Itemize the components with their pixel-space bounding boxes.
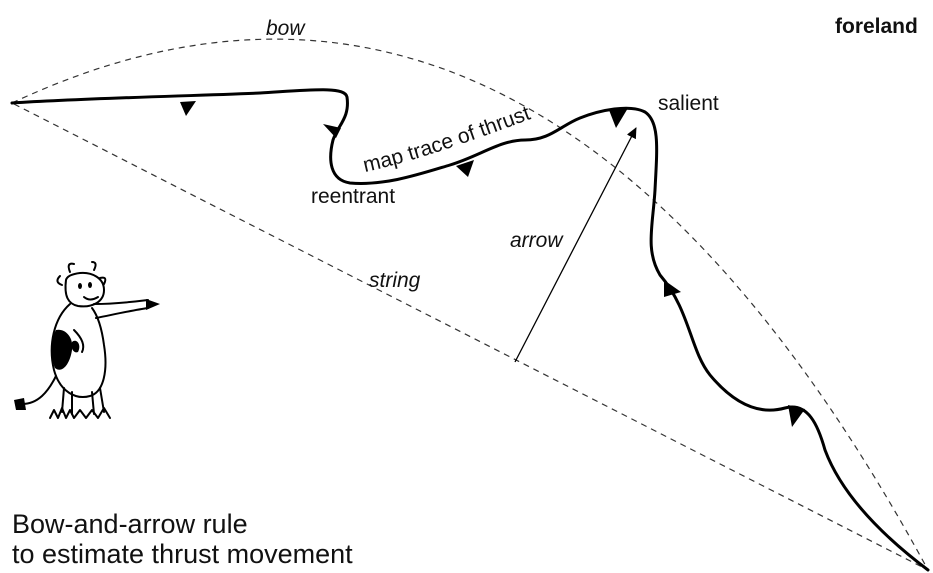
bow-label: bow <box>266 17 306 40</box>
cow-eye <box>78 283 82 289</box>
string-line <box>13 103 929 571</box>
cow-illustration <box>14 261 160 419</box>
caption-line-2: to estimate thrust movement <box>12 539 353 569</box>
caption-line-1: Bow-and-arrow rule <box>12 509 248 539</box>
thrust-tooth <box>664 280 681 297</box>
thrust-tooth <box>788 405 805 427</box>
arrow-label: arrow <box>510 229 564 252</box>
thrust-tooth <box>180 101 196 116</box>
reentrant-label: reentrant <box>311 185 395 208</box>
thrust-trace <box>10 88 930 572</box>
bow-arc <box>11 38 929 571</box>
arrow-line <box>514 127 637 363</box>
salient-label: salient <box>658 92 719 115</box>
string-label: string <box>369 269 421 292</box>
thrust-tooth <box>323 124 341 138</box>
foreland-label: foreland <box>835 15 918 38</box>
cow-eye <box>88 282 92 288</box>
cow-spot <box>51 329 73 370</box>
thrust-tooth <box>609 108 628 128</box>
thrust-tooth <box>456 160 474 177</box>
